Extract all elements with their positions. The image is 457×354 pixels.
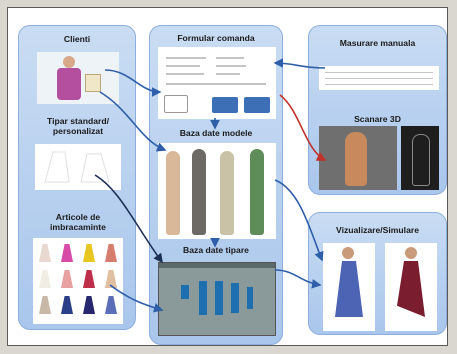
pattern-image — [35, 144, 121, 190]
cad-piece-4 — [231, 283, 239, 313]
measure-form-screenshot — [319, 66, 439, 90]
cad-piece-5 — [247, 287, 253, 309]
panel-clienti: Clienti Tipar standard/ personalizat Art… — [18, 25, 136, 330]
form-line-3 — [166, 73, 204, 75]
cad-piece-3 — [215, 281, 223, 315]
title-vizualizare: Vizualizare/Simulare — [336, 225, 419, 235]
garment-9 — [39, 296, 51, 314]
garment-1 — [39, 244, 51, 262]
form-line-1 — [166, 57, 206, 59]
order-form-screenshot — [158, 47, 276, 119]
panel-masurare: Masurare manuala Scanare 3D — [308, 25, 447, 195]
garment-5 — [39, 270, 51, 288]
garment-8 — [105, 270, 117, 288]
garment-7 — [83, 270, 95, 288]
cad-toolbar — [159, 263, 275, 268]
title-formular: Formular comanda — [177, 33, 255, 43]
form-block-1 — [164, 95, 188, 113]
scan-3d-image — [319, 126, 397, 190]
sim-dress-1 — [335, 261, 363, 317]
sim-dress-2 — [397, 261, 425, 317]
sim-red-dress — [385, 243, 437, 331]
title-tipar: Tipar standard/ personalizat — [47, 116, 109, 136]
garments-image — [33, 238, 123, 324]
models-image — [158, 143, 276, 239]
sim-blue-dress — [323, 243, 375, 331]
garment-10 — [61, 296, 73, 314]
model-3 — [220, 151, 234, 235]
title-masurare: Masurare manuala — [339, 38, 416, 48]
title-scanare: Scanare 3D — [354, 114, 401, 124]
measure-line-2 — [325, 78, 433, 79]
title-clienti: Clienti — [63, 34, 91, 44]
client-body — [57, 68, 81, 100]
model-4 — [250, 149, 264, 235]
model-1 — [166, 151, 180, 235]
scan-body — [345, 132, 367, 186]
pattern-cad-screenshot — [158, 262, 276, 336]
garment-3 — [83, 244, 95, 262]
model-2 — [192, 149, 206, 235]
title-articole: Articole de imbracaminte — [50, 212, 106, 232]
garment-12 — [105, 296, 117, 314]
cad-piece-1 — [181, 285, 189, 299]
form-line-5 — [216, 65, 246, 67]
pattern-outline — [44, 151, 110, 183]
panel-center: Formular comanda Baza date modele Baza d… — [149, 25, 283, 345]
scan-silhouette — [412, 134, 430, 186]
sim-head-1 — [342, 247, 354, 259]
title-baza-modele: Baza date modele — [179, 128, 253, 138]
client-photo — [37, 52, 119, 104]
measure-line-3 — [325, 84, 433, 85]
form-line-6 — [216, 73, 240, 75]
scan-silhouette-image — [401, 126, 439, 190]
measure-line-1 — [325, 72, 433, 73]
panel-vizualizare: Vizualizare/Simulare — [308, 212, 447, 335]
form-line-7 — [166, 83, 266, 85]
form-block-3 — [244, 97, 270, 113]
sim-head-2 — [405, 247, 417, 259]
form-line-4 — [216, 57, 244, 59]
title-baza-tipare: Baza date tipare — [183, 245, 249, 255]
garment-6 — [61, 270, 73, 288]
garment-2 — [61, 244, 73, 262]
garment-4 — [105, 244, 117, 262]
form-line-2 — [166, 65, 200, 67]
client-figure — [63, 56, 75, 68]
garment-11 — [83, 296, 95, 314]
form-block-2 — [212, 97, 238, 113]
client-bag — [85, 74, 101, 92]
cad-piece-2 — [199, 281, 207, 315]
